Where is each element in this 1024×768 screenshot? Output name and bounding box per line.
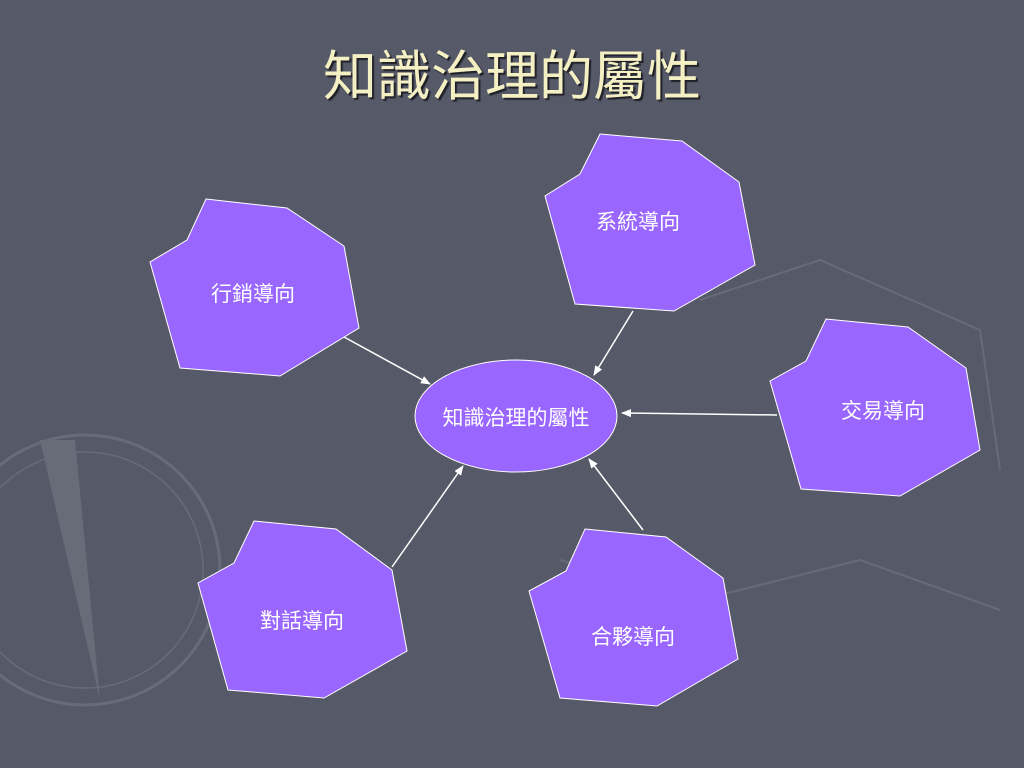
center-node[interactable]: 知識治理的屬性 (414, 359, 618, 473)
node-system[interactable]: 系統導向 (544, 133, 756, 312)
arrow-system-to-center (593, 310, 634, 376)
center-node-label: 知識治理的屬性 (443, 406, 590, 430)
node-partnership-shape (528, 528, 739, 707)
node-transaction-label: 交易導向 (841, 399, 925, 423)
node-marketing[interactable]: 行銷導向 (149, 198, 360, 377)
node-dialogue-label: 對話導向 (260, 609, 344, 633)
node-dialogue-shape (197, 520, 408, 699)
node-partnership[interactable]: 合夥導向 (528, 528, 739, 707)
arrow-dialogue-to-center (391, 465, 464, 568)
node-marketing-shape (149, 198, 360, 377)
node-dialogue[interactable]: 對話導向 (197, 520, 408, 699)
node-partnership-label: 合夥導向 (591, 625, 675, 649)
arrow-partnership-to-center (588, 458, 644, 531)
arrow-marketing-to-center (343, 336, 431, 385)
node-marketing-label: 行銷導向 (211, 282, 295, 306)
center-node-shape (414, 359, 618, 473)
arrow-transaction-to-center (621, 409, 778, 418)
node-transaction-shape (769, 318, 981, 497)
slide-title: 知識治理的屬性 (323, 45, 701, 108)
node-transaction[interactable]: 交易導向 (769, 318, 981, 497)
node-system-shape (544, 133, 756, 312)
node-system-label: 系統導向 (596, 210, 680, 234)
